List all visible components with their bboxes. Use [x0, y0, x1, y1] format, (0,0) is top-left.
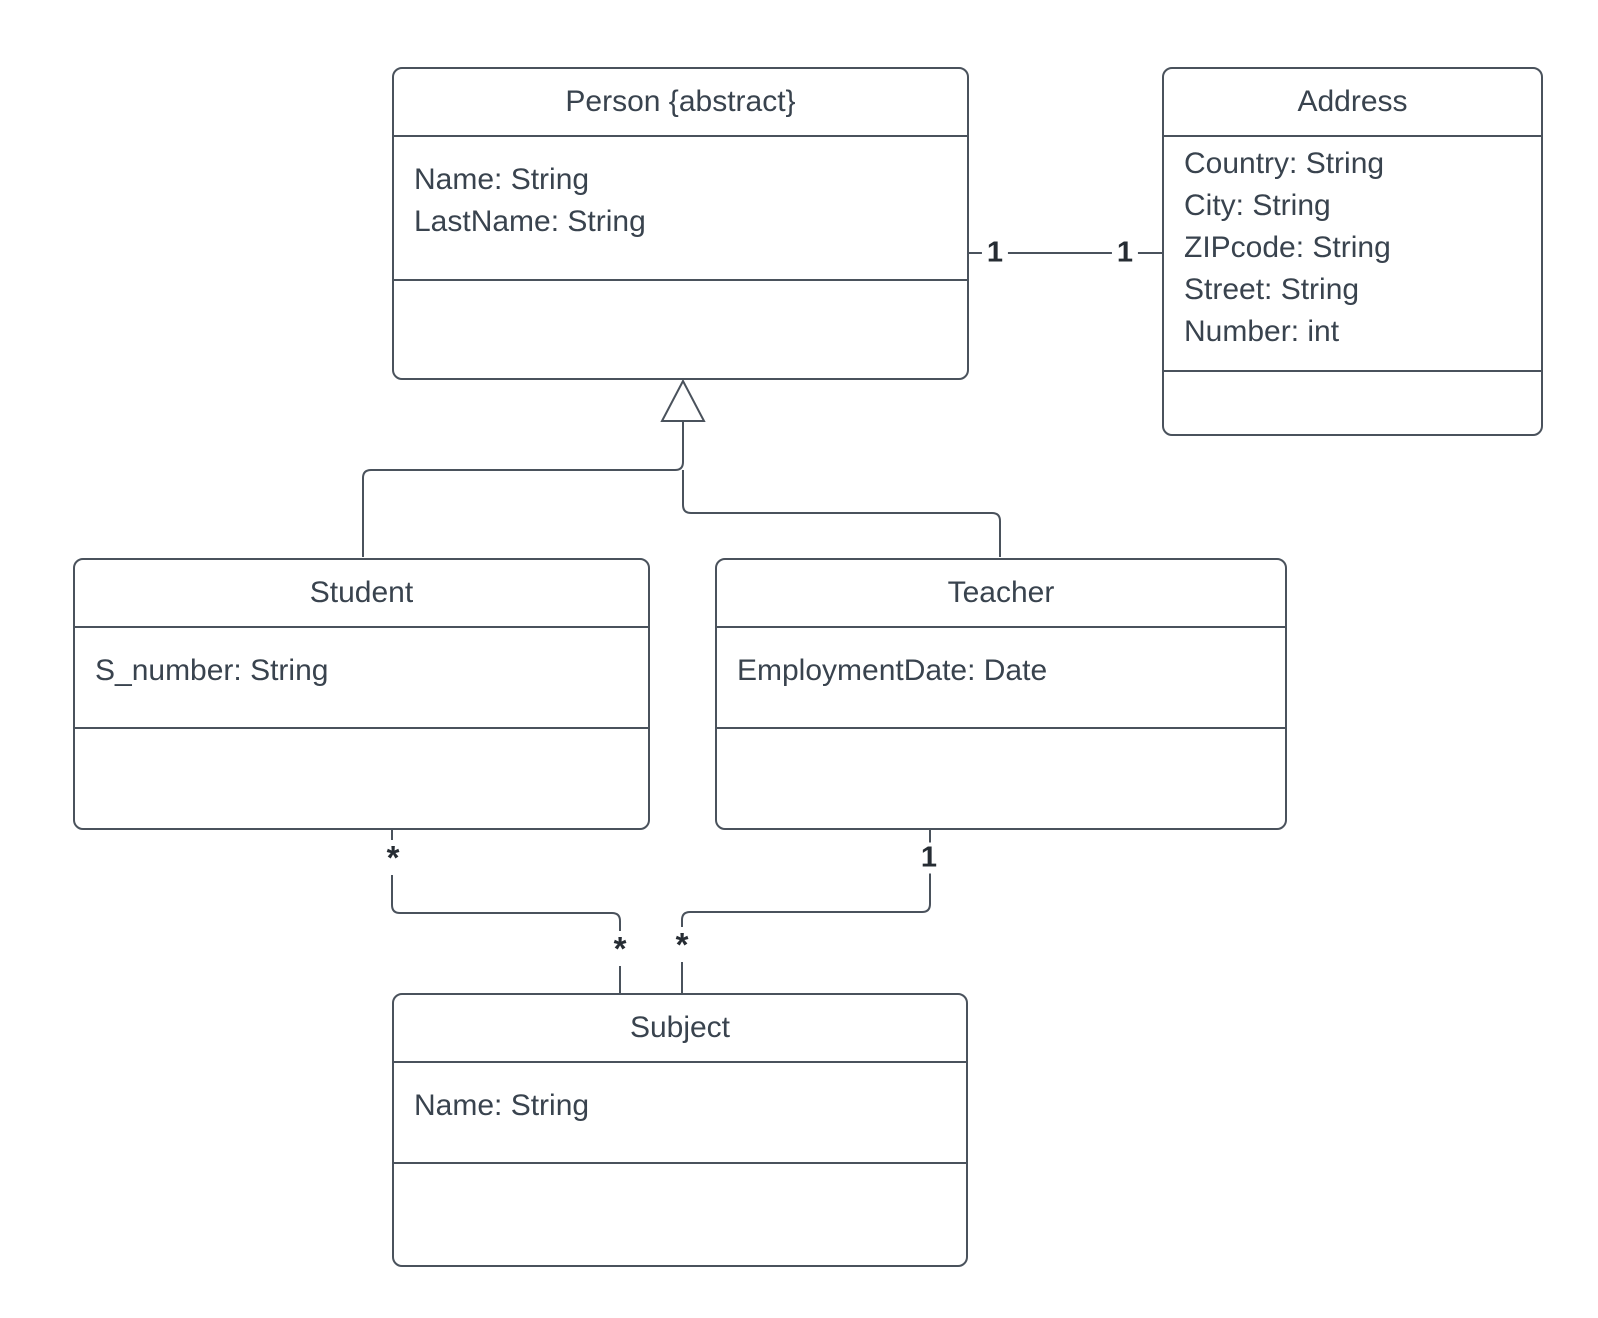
generalization-arrowhead-icon — [660, 378, 706, 422]
class-title: Person {abstract} — [394, 69, 967, 137]
attribute-row: EmploymentDate: Date — [737, 654, 1048, 687]
methods-compartment — [1164, 372, 1541, 434]
class-teacher[interactable]: Teacher EmploymentDate: Date — [715, 558, 1287, 830]
attributes-compartment: EmploymentDate: Date — [717, 628, 1285, 729]
attributes-compartment: S_number: String — [75, 628, 648, 729]
class-title: Subject — [394, 995, 966, 1063]
association-student-subject[interactable] — [391, 830, 621, 993]
multiplicity-label-student-side: * — [381, 840, 405, 875]
multiplicity-label-address-side: 1 — [1111, 237, 1139, 269]
attributes-compartment: Name: String — [394, 1063, 966, 1164]
class-title: Student — [75, 560, 648, 628]
class-title: Address — [1164, 69, 1541, 137]
multiplicity-label-subject-side-left: * — [608, 931, 632, 966]
methods-compartment — [394, 281, 967, 378]
methods-compartment — [394, 1164, 966, 1265]
attribute-row: ZIPcode: String — [1184, 231, 1391, 264]
class-person[interactable]: Person {abstract} Name: String LastName:… — [392, 67, 969, 380]
attribute-row: Number: int — [1184, 315, 1340, 348]
class-student[interactable]: Student S_number: String — [73, 558, 650, 830]
methods-compartment — [75, 729, 648, 828]
attribute-row: City: String — [1184, 189, 1331, 222]
methods-compartment — [717, 729, 1285, 828]
multiplicity-label-person-side: 1 — [981, 237, 1009, 269]
attribute-row: Street: String — [1184, 273, 1360, 306]
attribute-row: LastName: String — [414, 205, 646, 238]
attribute-row: Country: String — [1184, 147, 1385, 180]
attribute-row: S_number: String — [95, 654, 329, 687]
class-address[interactable]: Address Country: String City: String ZIP… — [1162, 67, 1543, 436]
multiplicity-label-subject-side-right: * — [670, 927, 694, 962]
generalization-edge[interactable] — [362, 421, 1001, 557]
class-title: Teacher — [717, 560, 1285, 628]
multiplicity-label-teacher-side: 1 — [915, 842, 943, 874]
attributes-compartment: Name: String LastName: String — [394, 137, 967, 281]
class-subject[interactable]: Subject Name: String — [392, 993, 968, 1267]
attribute-row: Name: String — [414, 163, 590, 196]
attribute-row: Name: String — [414, 1089, 590, 1122]
attributes-compartment: Country: String City: String ZIPcode: St… — [1164, 137, 1541, 372]
association-teacher-subject[interactable] — [681, 830, 931, 993]
